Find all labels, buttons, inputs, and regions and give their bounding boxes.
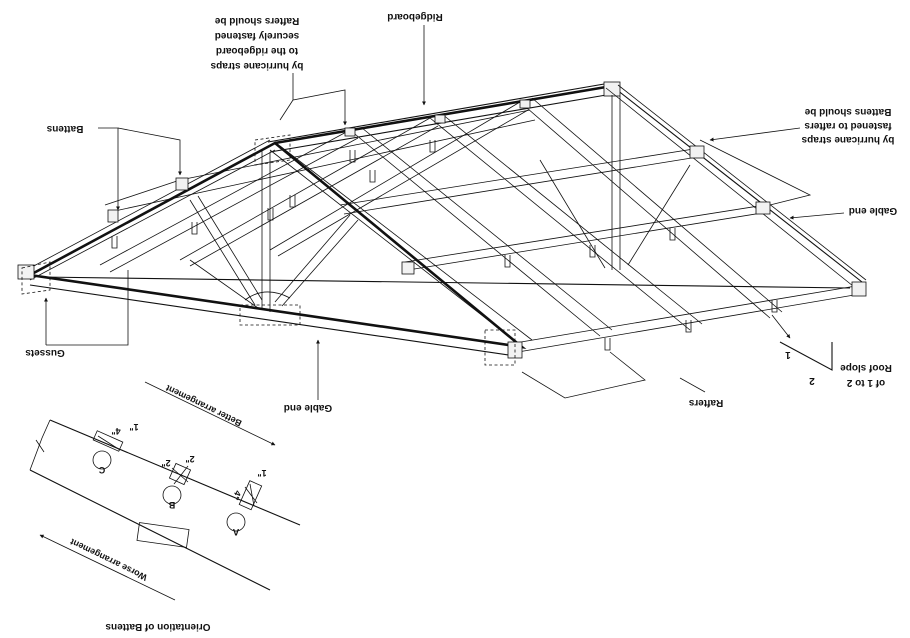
label-rafters: Rafters — [688, 397, 723, 408]
label-roof-slope: Roof slope — [840, 362, 892, 373]
label-inset-title: Orientation of Battens — [105, 621, 210, 632]
option-a-dim-long: 4" — [230, 489, 243, 502]
option-b-letter: B — [168, 500, 175, 510]
battens-label: Battens — [46, 123, 83, 134]
roof-slope-line-1: Roof slope — [840, 362, 892, 373]
batten-option-b: B 2" 2" — [161, 454, 194, 510]
better-arrow — [144, 381, 276, 446]
gable-end-right-label: Gable end — [849, 205, 897, 216]
option-b-dim-long: 2" — [161, 458, 170, 468]
slope-run-value: 2 — [809, 375, 815, 386]
label-slope-run: 2 — [809, 375, 815, 386]
label-better: Better arrangement — [164, 383, 243, 428]
option-a-dim-long-wrap: 4" — [230, 489, 243, 502]
rafters-right — [269, 84, 867, 346]
label-battens-fastened-2: fastened to rafters — [804, 120, 892, 131]
battens-fastened-line-2: fastened to rafters — [804, 120, 892, 131]
option-a-dim-short: 1" — [257, 468, 266, 478]
batten-option-c: C 4" 1" — [92, 422, 139, 475]
gable-end-back — [39, 84, 863, 289]
option-c-letter-wrap: C — [98, 465, 105, 475]
batten-worse-example — [136, 522, 190, 548]
rafters-left — [29, 101, 529, 281]
batten-option-a: A 4" 1" — [226, 468, 267, 537]
gable-end-bottom-label: Gable end — [284, 402, 332, 413]
option-c-letter: C — [98, 465, 105, 475]
option-c-dim-long: 4" — [111, 426, 120, 436]
rafters-fastened-line-1: Rafters should be — [214, 15, 299, 26]
label-rafters-fastened-2: securely fastened — [215, 30, 300, 41]
worse-arrangement-label: Worse arrangement — [69, 537, 149, 583]
option-a-letter-wrap: A — [232, 527, 239, 537]
label-battens-fastened-3: by hurricane straps — [801, 134, 894, 145]
option-a-dim-short-wrap: 1" — [257, 468, 266, 478]
option-c-dim-short: 1" — [129, 422, 138, 432]
inset-batten-orientation: Better arrangement Worse arrangement A 4… — [29, 381, 301, 632]
rafters-fastened-line-3: to the ridgeboard — [216, 45, 298, 56]
inset-rafter-section — [29, 419, 301, 591]
label-gussets: Gussets — [25, 347, 65, 358]
truss-webs — [189, 95, 691, 312]
label-slope-rise: 1 — [785, 349, 791, 360]
option-c-dim-short-wrap: 1" — [129, 422, 138, 432]
slope-rise-value: 1 — [785, 349, 791, 360]
label-rafters-fastened-3: to the ridgeboard — [216, 45, 298, 56]
option-b-dim-short-wrap: 2" — [185, 454, 194, 464]
roof-slope-line-2: of 1 to 2 — [846, 377, 885, 388]
rafters-fastened-line-4: by hurricane straps — [210, 60, 303, 71]
leader-lines — [44, 25, 845, 400]
rafters-label: Rafters — [688, 397, 723, 408]
roof-structure — [17, 81, 867, 399]
label-ridgeboard: Ridgeboard — [387, 11, 443, 22]
battens-fastened-line-1: Battens should be — [804, 106, 891, 117]
gussets-plates — [21, 134, 516, 366]
gable-end-front — [25, 141, 527, 358]
hurricane-straps — [111, 99, 778, 351]
label-gable-end-right: Gable end — [849, 205, 897, 216]
gussets-label: Gussets — [25, 347, 65, 358]
rafters-fastened-line-2: securely fastened — [215, 30, 300, 41]
label-rafters-fastened-4: by hurricane straps — [210, 60, 303, 71]
battens-fastened-line-3: by hurricane straps — [801, 134, 894, 145]
label-battens: Battens — [46, 123, 83, 134]
label-battens-fastened: Battens should be — [804, 106, 891, 117]
label-gable-end-bottom: Gable end — [284, 402, 332, 413]
option-c-dim-long-wrap: 4" — [111, 426, 120, 436]
option-b-dim-long-wrap: 2" — [161, 458, 170, 468]
option-b-letter-wrap: B — [168, 500, 175, 510]
worse-arrow — [39, 534, 176, 601]
shadow-planes — [521, 139, 812, 399]
option-a-letter: A — [232, 527, 239, 537]
labels: Rafters should be securely fastened to t… — [25, 11, 897, 413]
battens-right — [339, 145, 867, 359]
label-worse: Worse arrangement — [69, 537, 149, 583]
option-b-dim-short: 2" — [185, 454, 194, 464]
inset-title: Orientation of Battens — [105, 621, 210, 632]
label-roof-slope-2: of 1 to 2 — [846, 377, 885, 388]
better-arrangement-label: Better arrangement — [164, 383, 243, 428]
ridgeboard-label: Ridgeboard — [387, 11, 443, 22]
label-rafters-fastened: Rafters should be — [214, 15, 299, 26]
